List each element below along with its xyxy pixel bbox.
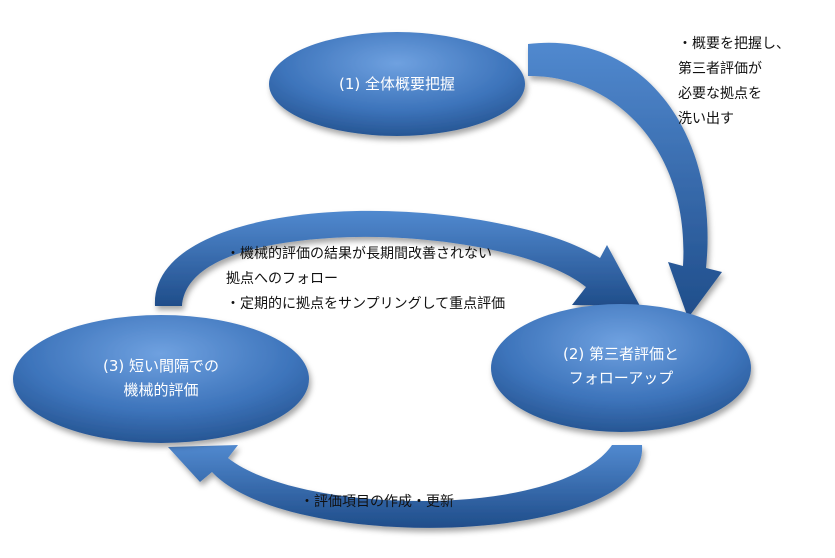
annotation-step3-to-step2: ・機械的評価の結果が長期間改善されない 拠点へのフォロー ・定期的に拠点をサンプ… <box>226 242 505 317</box>
node-step3-line: (3) 短い間隔での <box>102 357 220 375</box>
node-step1-label: (1) 全体概要把握 <box>269 72 525 96</box>
node-step2-line: (2) 第三者評価と <box>562 345 680 363</box>
node-step3 <box>13 315 309 443</box>
annotation-line: 第三者評価が <box>678 61 762 77</box>
annotation-step1-to-step2: ・概要を把握し、 第三者評価が 必要な拠点を 洗い出す <box>678 32 790 132</box>
node-step3-label: (3) 短い間隔での 機械的評価 <box>13 354 309 402</box>
node-step2-line: フォローアップ <box>568 369 674 387</box>
annotation-line: ・概要を把握し、 <box>678 36 790 52</box>
node-step1-line: (1) 全体概要把握 <box>338 75 456 93</box>
annotation-line: ・機械的評価の結果が長期間改善されない <box>226 246 492 262</box>
arrow-step1-to-step2 <box>528 42 722 318</box>
annotation-line: 拠点へのフォロー <box>226 271 338 287</box>
annotation-line: ・定期的に拠点をサンプリングして重点評価 <box>226 296 506 312</box>
node-step3-line: 機械的評価 <box>123 381 199 399</box>
annotation-line: ・評価項目の作成・更新 <box>300 494 454 510</box>
arrow-step2-to-step3 <box>168 445 643 528</box>
node-step2 <box>491 304 751 432</box>
annotation-line: 必要な拠点を <box>678 86 762 102</box>
node-step1 <box>269 32 525 136</box>
annotation-line: 洗い出す <box>678 111 734 127</box>
annotation-step2-to-step3: ・評価項目の作成・更新 <box>300 490 454 515</box>
arrow-step3-to-step2 <box>154 210 641 306</box>
node-step2-label: (2) 第三者評価と フォローアップ <box>491 342 751 390</box>
